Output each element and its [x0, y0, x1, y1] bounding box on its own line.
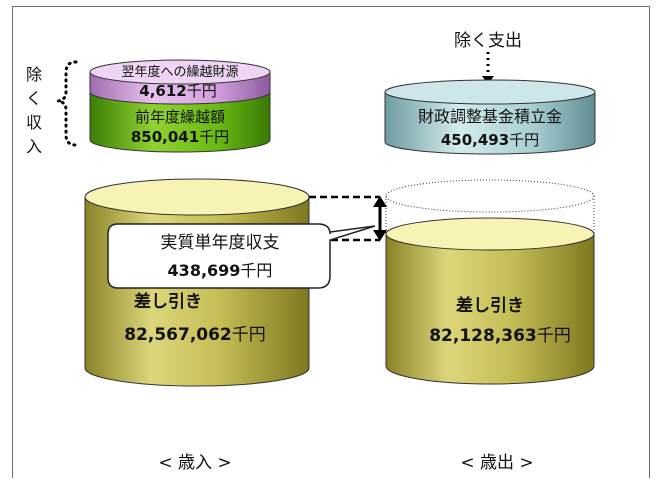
excluded-revenue-char-4: 入	[26, 137, 42, 156]
real-balance-amount: 438,699千円	[168, 261, 273, 280]
excluded-expenditure-label: 除く支出	[454, 31, 522, 51]
revenue-excluded-brace	[57, 60, 78, 147]
revenue-difference-amount: 82,567,062千円	[124, 325, 266, 345]
carryover-source-amount: 4,612千円	[139, 82, 216, 100]
excluded-revenue-char-2: く	[26, 89, 42, 108]
revenue-difference-label: 差し引き	[134, 291, 202, 312]
expenditure-difference-cylinder	[385, 179, 595, 385]
reserve-fund-amount: 450,493千円	[441, 131, 539, 149]
excluded-revenue-char-1: 除	[26, 65, 42, 84]
carryover-source-label: 翌年度への繰越財源	[121, 64, 238, 80]
revenue-excluded-cylinder	[89, 59, 271, 153]
expenditure-difference-label: 差し引き	[456, 295, 524, 316]
expenditure-difference-amount: 82,128,363千円	[429, 326, 571, 346]
revenue-footer-label: < 歳入 >	[158, 453, 231, 473]
expenditure-footer-label: < 歳出 >	[460, 453, 533, 473]
real-balance-callout	[107, 223, 376, 289]
diagram-frame	[12, 6, 650, 478]
prior-year-carryover-label: 前年度繰越額	[135, 108, 225, 126]
real-balance-label: 実質単年度収支	[161, 233, 280, 253]
prior-year-carryover-amount: 850,041千円	[131, 128, 229, 146]
reserve-fund-label: 財政調整基金積立金	[418, 107, 562, 126]
excluded-revenue-char-3: 収	[26, 113, 42, 132]
reserve-fund-cylinder	[384, 79, 596, 155]
